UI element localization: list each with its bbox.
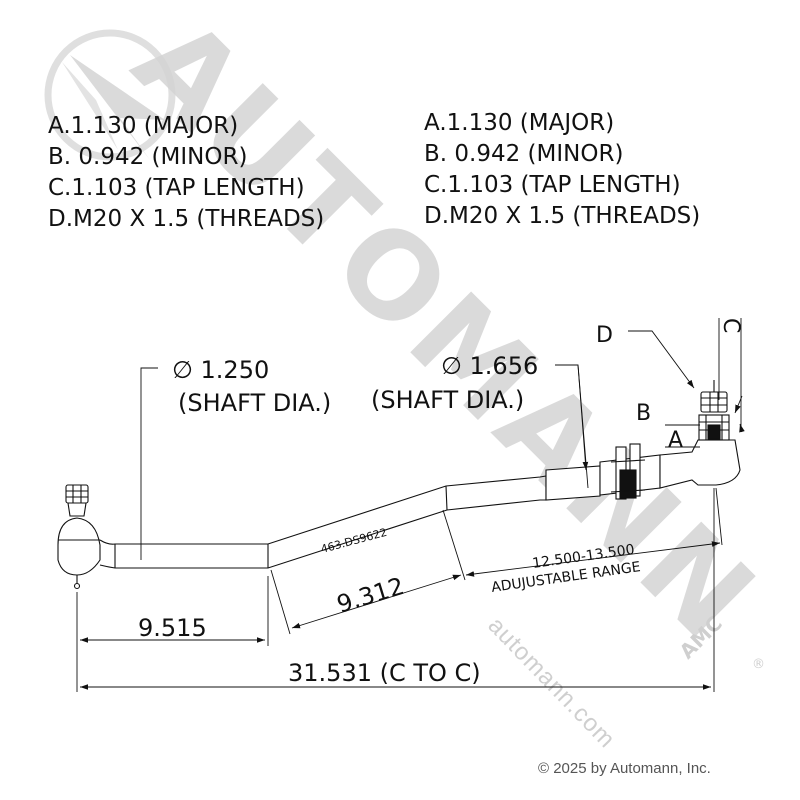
shaft-right-label: (SHAFT DIA.) [371, 386, 524, 414]
watermark-logo-icon [44, 29, 176, 161]
spec-tap-length: C.1.103 (TAP LENGTH) [48, 175, 305, 201]
spec-minor: B. 0.942 (MINOR) [424, 141, 624, 167]
drag-link-part: 463.DS9622 [57, 380, 741, 590]
dim-mid-length: 9.312 [334, 572, 408, 619]
shaft-left-diameter: ∅ 1.250 [172, 356, 269, 384]
part-number-label: 463.DS9622 [319, 526, 388, 556]
spec-major: A.1.130 (MAJOR) [424, 110, 615, 136]
spec-minor: B. 0.942 (MINOR) [48, 144, 248, 170]
spec-list-left: A.1.130 (MAJOR) B. 0.942 (MINOR) C.1.103… [48, 111, 324, 235]
dimension-lines [76, 318, 745, 692]
right-ball-joint [659, 380, 741, 489]
shaft-left-label: (SHAFT DIA.) [178, 389, 331, 417]
spec-list-right: A.1.130 (MAJOR) B. 0.942 (MINOR) C.1.103… [424, 108, 700, 232]
adjustment-sleeve [545, 443, 661, 501]
watermark-registered: ® [752, 657, 765, 672]
callout-b: B [636, 401, 651, 426]
spec-major: A.1.130 (MAJOR) [48, 113, 239, 139]
dim-overall: 31.531 (C TO C) [288, 659, 481, 687]
spec-threads: D.M20 X 1.5 (THREADS) [424, 203, 701, 229]
callout-a: A [668, 428, 683, 453]
copyright-notice: © 2025 by Automann, Inc. [538, 760, 711, 777]
spec-threads: D.M20 X 1.5 (THREADS) [48, 206, 325, 232]
shaft-right-diameter: ∅ 1.656 [441, 352, 538, 380]
dim-left-length: 9.515 [138, 614, 207, 642]
left-ball-joint [57, 484, 101, 590]
callout-d: D [596, 323, 613, 348]
callout-c: C [718, 318, 743, 333]
spec-tap-length: C.1.103 (TAP LENGTH) [424, 172, 681, 198]
